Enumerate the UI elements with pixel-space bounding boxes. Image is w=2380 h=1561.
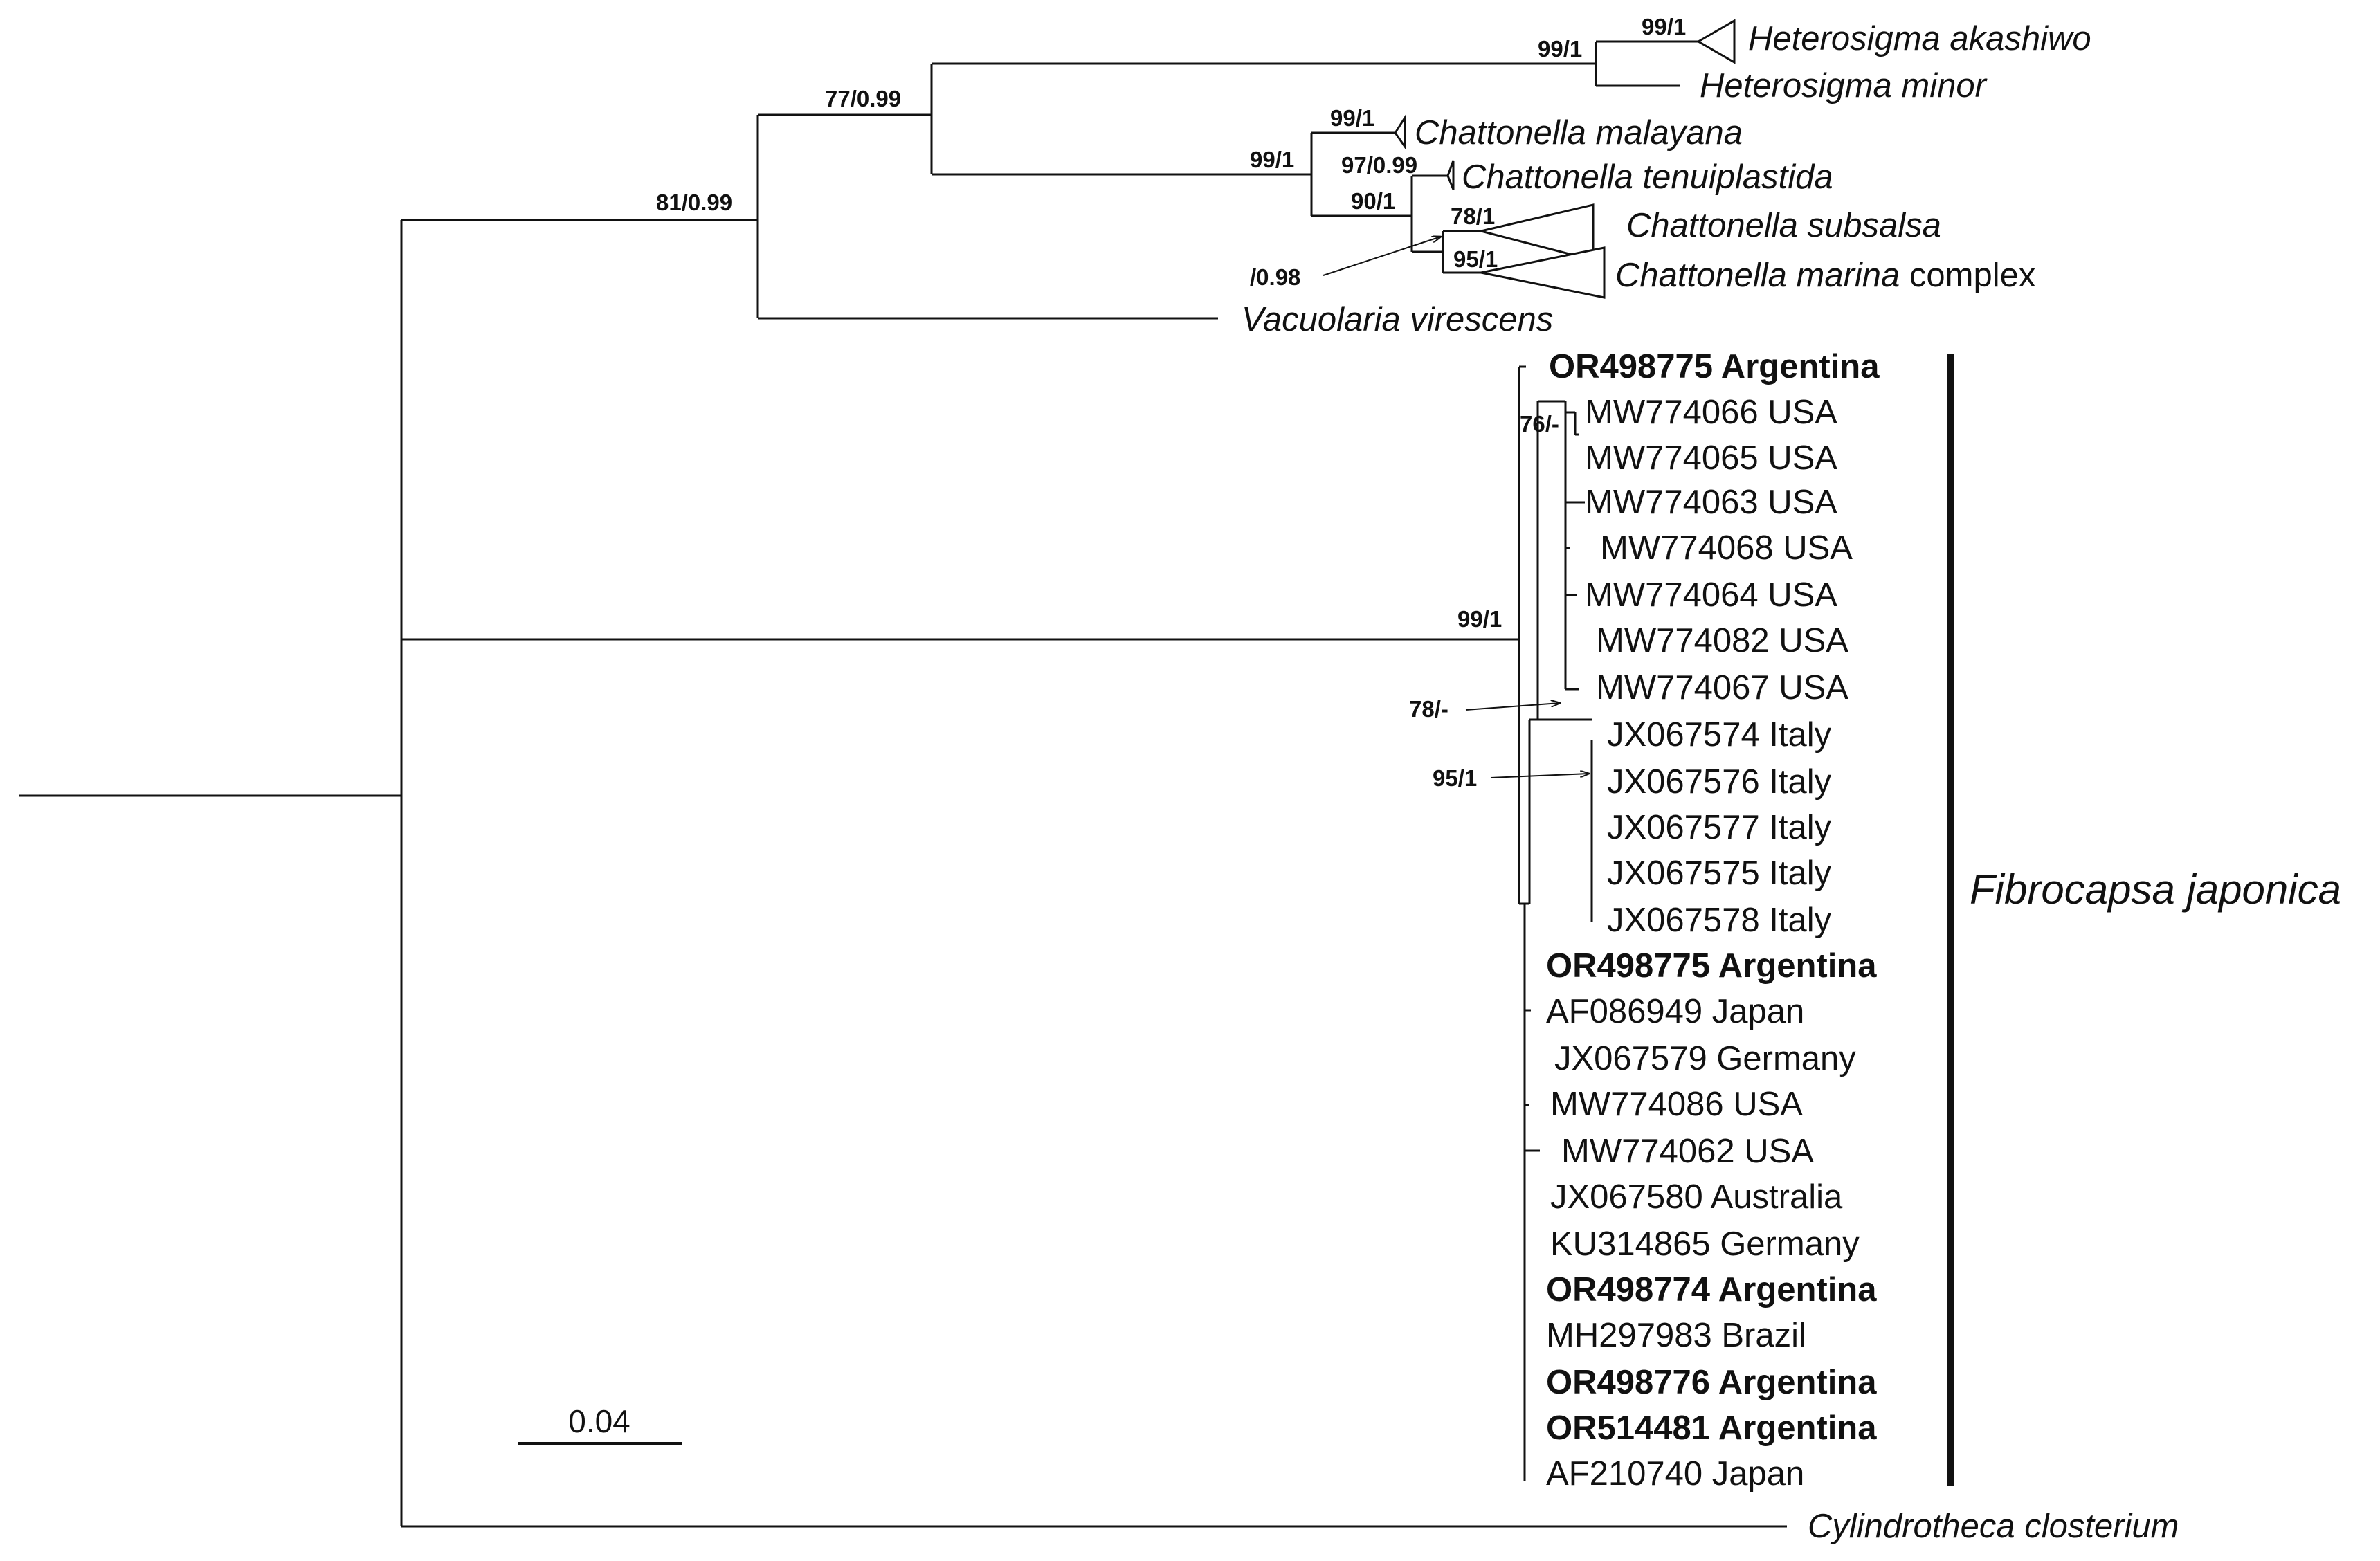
taxon-fibrocapsa-7: MW774067 USA (1596, 669, 1848, 706)
taxon-fibrocapsa-5: MW774064 USA (1585, 576, 1837, 614)
taxon-labels-upper: Heterosigma akashiwo Heterosigma minor C… (1242, 20, 2179, 1545)
taxon-fibrocapsa-11: JX067575 Italy (1607, 855, 1832, 892)
taxon-fibrocapsa-23: OR514481 Argentina (1546, 1409, 1877, 1447)
taxon-fibrocapsa-12: JX067578 Italy (1607, 902, 1832, 939)
support-fibrocapsa: 99/1 (1457, 606, 1502, 632)
taxon-fibrocapsa-13: OR498775 Argentina (1546, 947, 1877, 985)
support-italy-arrow: 95/1 (1433, 765, 1477, 791)
support-chattonella-inner: 97/0.99 (1341, 152, 1417, 178)
support-inner-arrow: 78/- (1409, 696, 1448, 722)
taxon-chattonella-subsalsa: Chattonella subsalsa (1626, 207, 1941, 244)
taxon-chattonella-tenuiplastida: Chattonella tenuiplastida (1462, 158, 1833, 196)
taxon-chattonella-malayana: Chattonella malayana (1415, 114, 1743, 152)
taxon-fibrocapsa-15: JX067579 Germany (1554, 1040, 1856, 1077)
taxon-heterosigma-akashiwo: Heterosigma akashiwo (1748, 20, 2091, 57)
tree-branches (19, 40, 1954, 1528)
support-chattonella-subsalsa: 78/1 (1451, 203, 1495, 229)
collapsed-clade-chattonella-tenuiplastida (1446, 160, 1455, 190)
support-labels: 81/0.99 77/0.99 99/1 99/1 99/1 99/1 97/0… (656, 14, 1686, 791)
taxon-fibrocapsa-19: KU314865 Germany (1550, 1225, 1860, 1263)
clade-label-fibrocapsa-japonica: Fibrocapsa japonica (1970, 866, 2341, 913)
taxon-fibrocapsa-9: JX067576 Italy (1607, 763, 1832, 801)
taxon-fibrocapsa-21: MH297983 Brazil (1546, 1317, 1806, 1354)
taxon-fibrocapsa-6: MW774082 USA (1596, 622, 1848, 659)
support-root-upper: 81/0.99 (656, 190, 732, 215)
taxon-fibrocapsa-24: AF210740 Japan (1546, 1455, 1804, 1492)
taxon-fibrocapsa-22: OR498776 Argentina (1546, 1364, 1877, 1401)
taxon-fibrocapsa-16: MW774086 USA (1550, 1086, 1803, 1123)
taxon-fibrocapsa-4: MW774068 USA (1600, 529, 1853, 567)
taxon-heterosigma-minor: Heterosigma minor (1700, 67, 1988, 104)
taxon-labels-fibrocapsa: OR498775 Argentina MW774066 USA MW774065… (1546, 348, 1880, 1492)
collapsed-clade-chattonella-subsalsa (1480, 203, 1595, 262)
support-chattonella: 99/1 (1250, 147, 1294, 172)
taxon-fibrocapsa-2: MW774065 USA (1585, 439, 1837, 477)
support-raphidophyte-core: 77/0.99 (825, 86, 901, 111)
collapsed-clades (1394, 19, 1736, 299)
collapsed-clade-chattonella-marina (1480, 246, 1606, 299)
scale-bar-label: 0.04 (568, 1403, 630, 1439)
support-chattonella-marina: 95/1 (1453, 246, 1498, 272)
support-chattonella-subgroup: 90/1 (1351, 188, 1395, 214)
support-arrows (1323, 237, 1589, 778)
taxon-fibrocapsa-17: MW774062 USA (1561, 1133, 1814, 1170)
taxon-chattonella-marina-complex: Chattonella marina complex (1615, 257, 2035, 294)
support-chattonella-malayana: 99/1 (1330, 105, 1374, 131)
taxon-fibrocapsa-0: OR498775 Argentina (1549, 348, 1880, 385)
taxon-fibrocapsa-8: JX067574 Italy (1607, 716, 1832, 754)
taxon-fibrocapsa-20: OR498774 Argentina (1546, 1271, 1877, 1308)
taxon-fibrocapsa-10: JX067577 Italy (1607, 809, 1832, 846)
taxon-fibrocapsa-14: AF086949 Japan (1546, 993, 1804, 1030)
taxon-cylindrotheca-closterium: Cylindrotheca closterium (1808, 1508, 2179, 1545)
support-heterosigma: 99/1 (1538, 36, 1582, 62)
collapsed-clade-chattonella-malayana (1394, 113, 1406, 150)
support-chattonella-arrow: /0.98 (1250, 264, 1300, 290)
taxon-fibrocapsa-18: JX067580 Australia (1550, 1178, 1843, 1216)
collapsed-clade-heterosigma-akashiwo (1696, 19, 1736, 64)
support-usa-cluster: 76/- (1520, 411, 1559, 437)
support-heterosigma-akashiwo: 99/1 (1642, 14, 1686, 39)
taxon-fibrocapsa-1: MW774066 USA (1585, 394, 1837, 431)
taxon-vacuolaria-virescens: Vacuolaria virescens (1242, 301, 1553, 338)
taxon-fibrocapsa-3: MW774063 USA (1585, 484, 1837, 521)
